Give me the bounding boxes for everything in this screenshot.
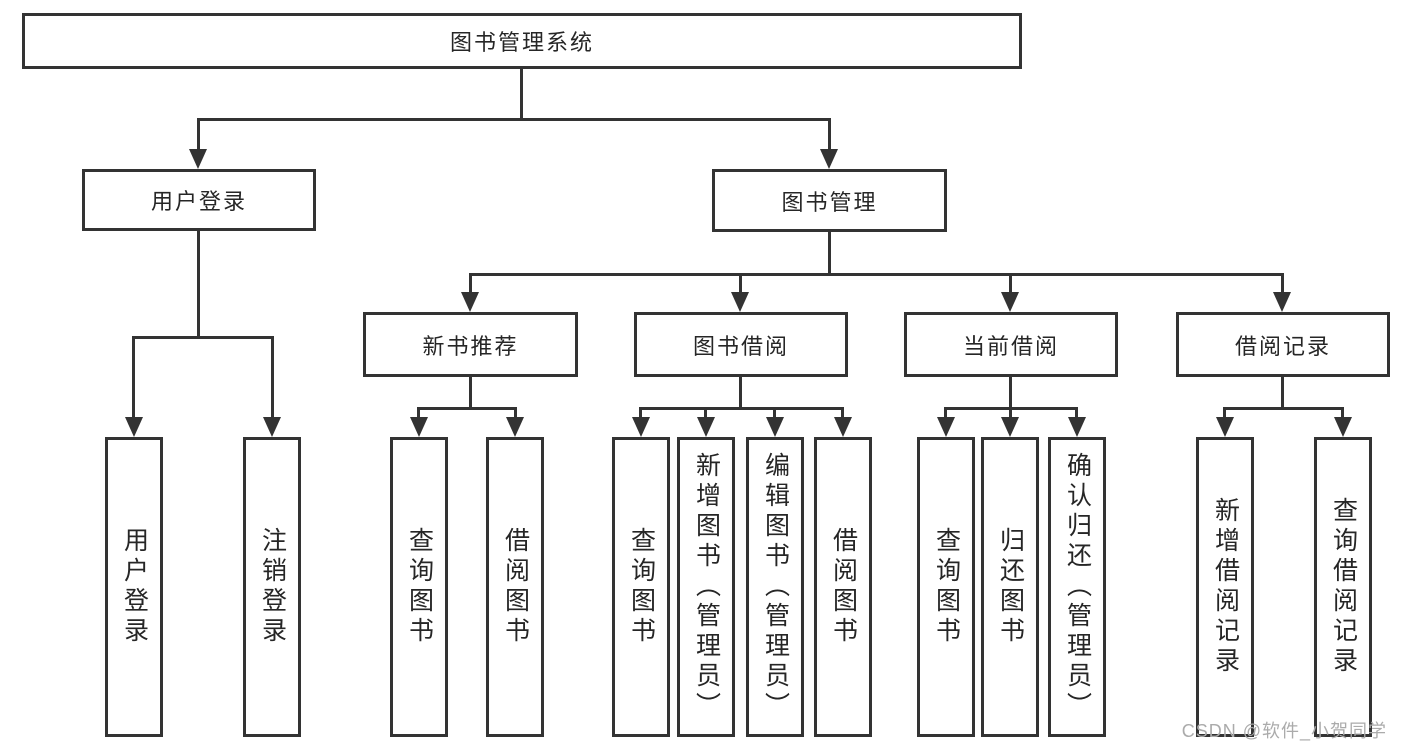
node-user-login: 用户登录 [82,169,316,231]
leaf-edit-books-admin: 编辑图书（管理员） [746,437,804,737]
leaf-label: 新增借阅记录 [1211,497,1240,677]
leaf-add-borrow-record: 新增借阅记录 [1196,437,1254,737]
arrow-down-icon [125,417,143,437]
arrow-down-icon [1334,417,1352,437]
connector-arrow-stem [132,336,135,418]
leaf-user-login: 用户登录 [105,437,163,737]
connector-arrow-stem [704,407,707,418]
leaf-label: 用户登录 [120,527,149,647]
arrow-down-icon [461,292,479,312]
leaf-query-books-borrow: 查询图书 [612,437,670,737]
leaf-label: 查询借阅记录 [1329,497,1358,677]
connector-arrow-stem [1341,407,1344,418]
arrow-down-icon [697,417,715,437]
arrow-down-icon [1001,417,1019,437]
connector-arrow-stem [639,407,642,418]
connector-level3-branch [469,273,1284,276]
connector-arrow-stem [1009,273,1012,293]
connector-arrow-stem [197,118,200,151]
leaf-label: 归还图书 [996,527,1025,647]
arrow-down-icon [410,417,428,437]
leaf-label: 借阅图书 [501,527,530,647]
arrow-down-icon [834,417,852,437]
connector-arrow-stem [417,407,420,418]
connector-arrow-stem [1075,407,1078,418]
arrow-down-icon [766,417,784,437]
leaf-label: 注销登录 [258,527,287,647]
arrow-down-icon [731,292,749,312]
leaf-add-books-admin: 新增图书（管理员） [677,437,735,737]
arrow-down-icon [632,417,650,437]
arrow-down-icon [1001,292,1019,312]
connector-arrow-stem [828,118,831,151]
watermark: CSDN @软件_小贺同学 [1181,721,1387,741]
arrow-down-icon [263,417,281,437]
leaf-return-books: 归还图书 [981,437,1039,737]
leaf-logout: 注销登录 [243,437,301,737]
connector-arrow-stem [773,407,776,418]
connector-level2-branch [197,118,831,121]
connector-records-branch [1223,407,1344,410]
leaf-label: 编辑图书（管理员） [761,452,790,722]
connector-records-stem [1281,377,1284,407]
connector-arrow-stem [1281,273,1284,293]
connector-arrow-stem [271,336,274,418]
leaf-borrow-books: 借阅图书 [814,437,872,737]
arrow-down-icon [1216,417,1234,437]
node-label: 借阅记录 [1234,333,1331,359]
leaf-label: 查询图书 [932,527,961,647]
connector-book-mgmt-stem [828,232,831,273]
connector-arrow-stem [514,407,517,418]
leaf-label: 查询图书 [627,527,656,647]
node-label: 图书借阅 [692,333,789,359]
leaf-label: 借阅图书 [829,527,858,647]
arrow-down-icon [1273,292,1291,312]
leaf-query-borrow-record: 查询借阅记录 [1314,437,1372,737]
node-book-borrow: 图书借阅 [634,312,848,377]
connector-arrow-stem [739,273,742,293]
node-library-management-system: 图书管理系统 [22,13,1022,69]
connector-recommend-branch [417,407,517,410]
leaf-borrow-books-recommend: 借阅图书 [486,437,544,737]
connector-current-stem [1009,377,1012,407]
leaf-label: 新增图书（管理员） [692,452,721,722]
connector-arrow-stem [1009,407,1012,418]
node-label: 图书管理系统 [449,30,594,55]
connector-arrow-stem [469,273,472,293]
connector-recommend-stem [469,377,472,407]
arrow-down-icon [1068,417,1086,437]
node-label: 当前借阅 [962,333,1059,359]
connector-root-stem [520,69,523,118]
node-new-book-recommend: 新书推荐 [363,312,578,377]
connector-arrow-stem [841,407,844,418]
leaf-confirm-return-admin: 确认归还（管理员） [1048,437,1106,737]
leaf-label: 查询图书 [405,527,434,647]
connector-arrow-stem [944,407,947,418]
node-label: 新书推荐 [422,333,519,359]
node-label: 用户登录 [150,189,247,214]
connector-user-leaves-branch [132,336,274,339]
arrow-down-icon [937,417,955,437]
node-label: 图书管理 [781,189,878,215]
connector-user-login-stem [197,231,200,336]
arrow-down-icon [506,417,524,437]
arrow-down-icon [189,149,207,169]
connector-arrow-stem [1223,407,1226,418]
node-current-borrow: 当前借阅 [904,312,1118,377]
connector-borrow-stem [739,377,742,407]
leaf-label: 确认归还（管理员） [1063,452,1092,722]
node-borrow-records: 借阅记录 [1176,312,1390,377]
leaf-query-books-current: 查询图书 [917,437,975,737]
leaf-query-books-recommend: 查询图书 [390,437,448,737]
node-book-management: 图书管理 [712,169,947,232]
arrow-down-icon [820,149,838,169]
connector-borrow-branch [639,407,844,410]
